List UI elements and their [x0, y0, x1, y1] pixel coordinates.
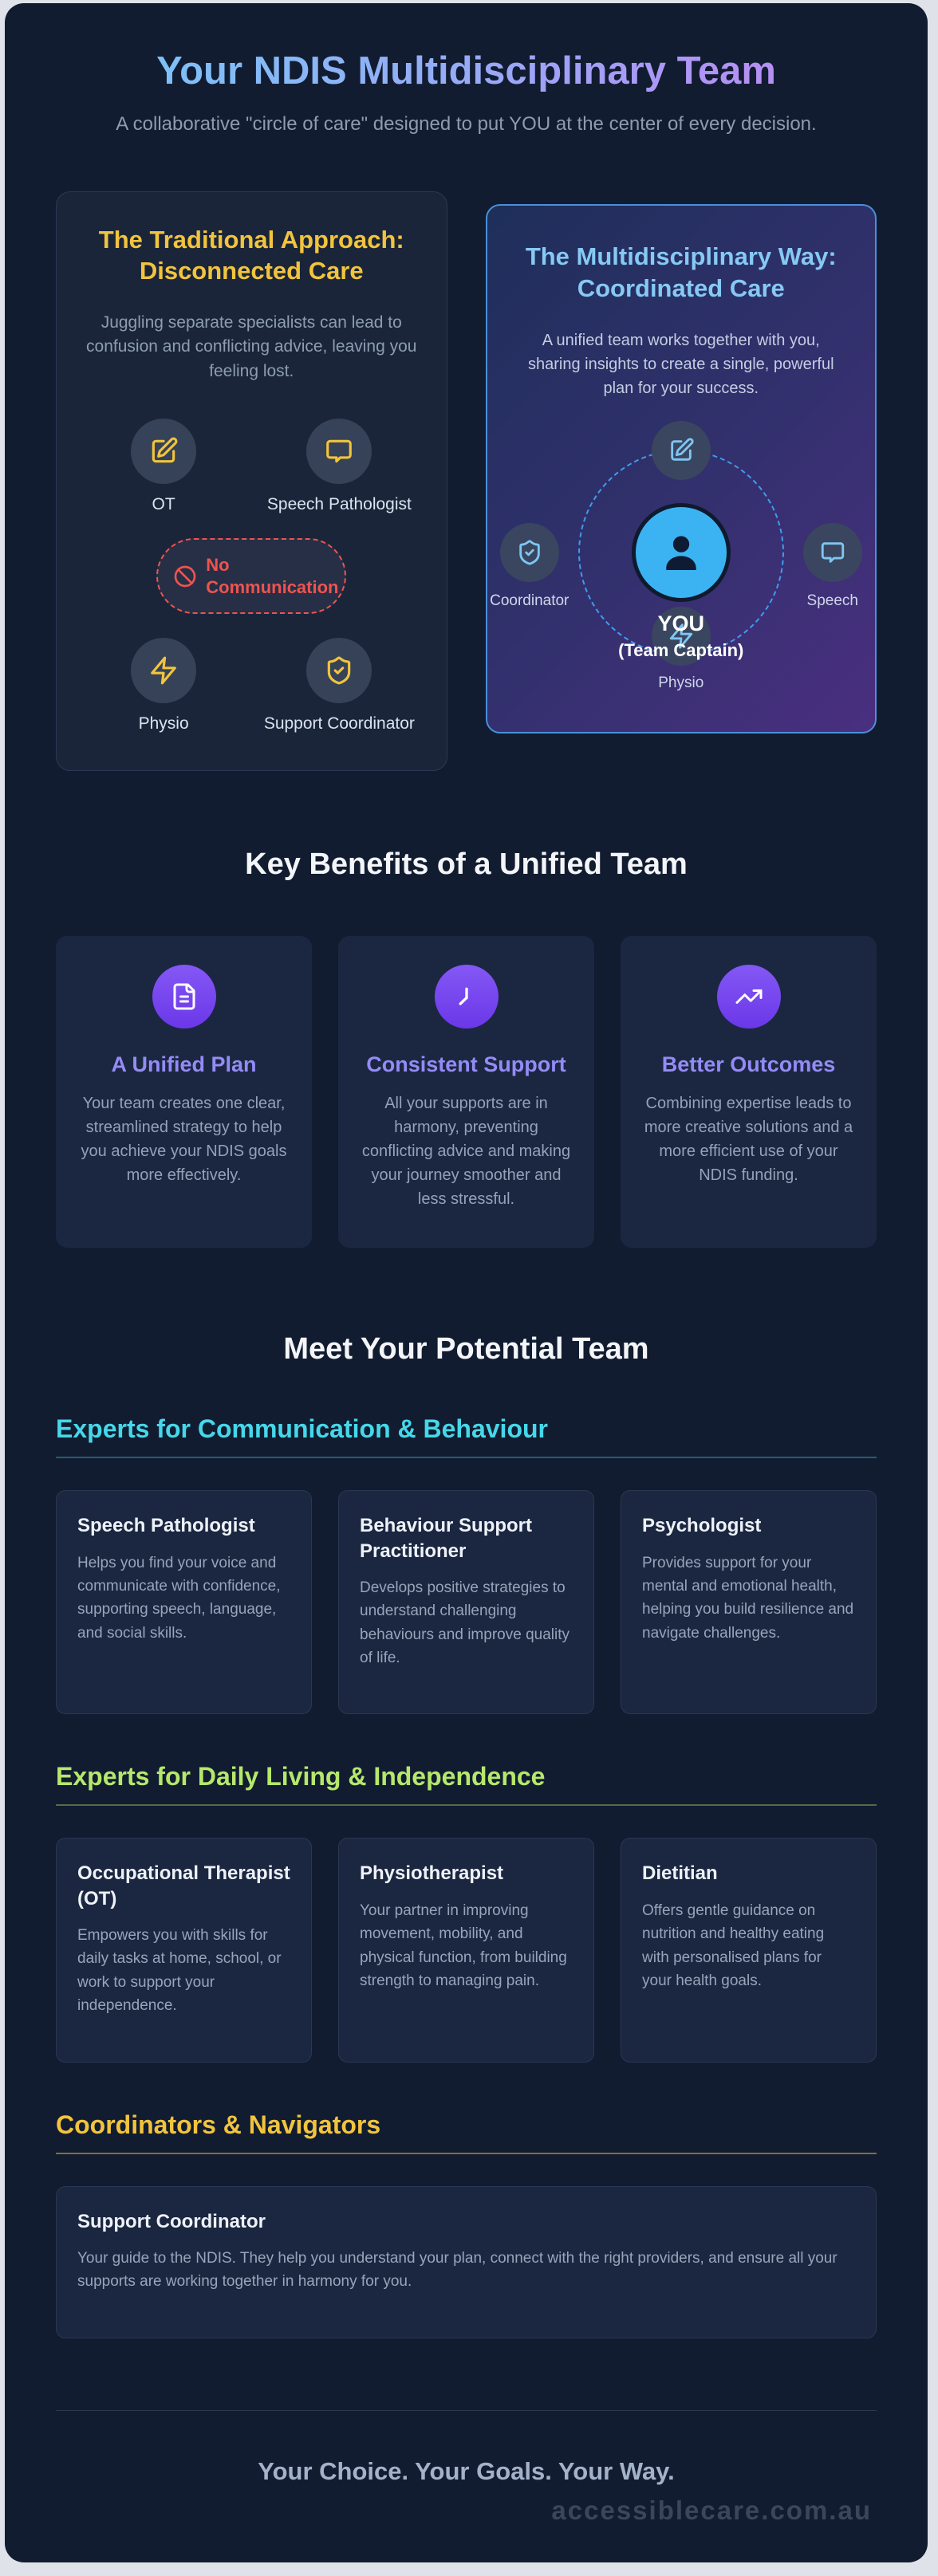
benefit-title: A Unified Plan: [111, 1052, 257, 1077]
member-name: Physiotherapist: [360, 1862, 504, 1885]
multidisciplinary-way-title: The Multidisciplinary Way: Coordinated C…: [525, 242, 837, 302]
satellite-label-physio: Physio: [658, 674, 704, 692]
page-title: Your NDIS Multidisciplinary Team: [68, 49, 865, 93]
category-coordinators-navigators: Coordinators & Navigators Support Coordi…: [56, 2110, 877, 2338]
site-watermark: accessiblecare.com.au: [551, 2495, 872, 2525]
you-avatar: [631, 503, 731, 603]
satellite-label-speech: Speech: [806, 592, 858, 610]
lightning-icon: [651, 607, 711, 667]
benefits-grid: A Unified Plan Your team creates one cle…: [56, 936, 877, 1249]
page-subtitle: A collaborative "circle of care" designe…: [116, 112, 817, 135]
benefit-card-better-outcomes: Better Outcomes Combining expertise lead…: [621, 936, 877, 1249]
member-description: Empowers you with skills for daily tasks…: [77, 1926, 282, 2015]
specialist-physio: Physio: [78, 638, 250, 733]
member-card-occupational-therapist: Occupational Therapist (OT) Empowers you…: [56, 1838, 312, 2063]
you-label: YOU: [657, 612, 704, 636]
member-description: Offers gentle guidance on nutrition and …: [642, 1902, 825, 1989]
member-card-behaviour-support-practitioner: Behaviour Support Practitioner Develops …: [338, 1490, 594, 1715]
satellite-label-coordinator: Coordinator: [490, 592, 570, 610]
traditional-approach-description: Juggling separate specialists can lead t…: [86, 313, 417, 380]
speech-bubble-icon: [802, 523, 862, 583]
benefit-card-consistent-support: Consistent Support All your supports are…: [338, 936, 594, 1249]
ban-icon: [172, 564, 198, 589]
no-communication-label: No Communication: [206, 555, 339, 597]
benefit-description: All your supports are in harmony, preven…: [361, 1095, 571, 1209]
member-name: Speech Pathologist: [77, 1515, 255, 1537]
comparison-section: The Traditional Approach: Disconnected C…: [56, 191, 877, 772]
member-card-speech-pathologist: Speech Pathologist Helps you find your v…: [56, 1490, 312, 1715]
member-name: Dietitian: [642, 1862, 718, 1885]
member-grid: Occupational Therapist (OT) Empowers you…: [56, 1838, 877, 2063]
specialist-row: Physio Support Coordinator: [76, 638, 428, 733]
specialist-row: OT Speech Pathologist: [76, 419, 428, 514]
category-title: Coordinators & Navigators: [56, 2110, 877, 2154]
shield-check-icon: [499, 523, 559, 583]
member-card-dietitian: Dietitian Offers gentle guidance on nutr…: [621, 1838, 877, 2063]
category-title: Experts for Communication & Behaviour: [56, 1414, 877, 1459]
multidisciplinary-way-card: The Multidisciplinary Way: Coordinated C…: [485, 203, 877, 734]
benefit-card-unified-plan: A Unified Plan Your team creates one cle…: [56, 936, 312, 1249]
benefits-heading: Key Benefits of a Unified Team: [245, 848, 688, 882]
edit-icon: [651, 421, 711, 481]
member-name: Occupational Therapist (OT): [77, 1862, 290, 1909]
specialist-ot: OT: [78, 419, 250, 514]
circle-of-care-diagram: YOU (Team Captain) Coordinator Speech Ph…: [490, 421, 862, 703]
specialist-speech-pathologist: Speech Pathologist: [254, 419, 425, 514]
footer-tagline: Your Choice. Your Goals. Your Way.: [258, 2456, 675, 2485]
document-icon: [152, 965, 216, 1029]
person-icon: [655, 526, 707, 579]
edit-icon: [131, 419, 197, 485]
clock-icon: [434, 965, 499, 1029]
traditional-approach-card: The Traditional Approach: Disconnected C…: [56, 191, 447, 772]
member-card-physiotherapist: Physiotherapist Your partner in improvin…: [338, 1838, 594, 2063]
member-description: Develops positive strategies to understa…: [360, 1579, 570, 1667]
member-description: Your partner in improving movement, mobi…: [360, 1902, 567, 1989]
member-grid: Support Coordinator Your guide to the ND…: [56, 2185, 877, 2338]
benefit-description: Your team creates one clear, streamlined…: [81, 1095, 287, 1185]
footer-divider: [56, 2409, 877, 2411]
disconnected-specialists: OT Speech Pathologist No Communication P…: [76, 419, 428, 733]
benefit-title: Consistent Support: [366, 1052, 566, 1077]
member-description: Your guide to the NDIS. They help you un…: [77, 2249, 838, 2291]
member-description: Helps you find your voice and communicat…: [77, 1554, 281, 1642]
specialist-support-coordinator: Support Coordinator: [254, 638, 425, 733]
trending-up-icon: [716, 965, 781, 1029]
member-card-psychologist: Psychologist Provides support for your m…: [621, 1490, 877, 1715]
team-heading: Meet Your Potential Team: [283, 1332, 649, 1367]
member-name: Support Coordinator: [77, 2210, 266, 2232]
member-name: Psychologist: [642, 1515, 762, 1537]
benefit-title: Better Outcomes: [661, 1052, 836, 1077]
team-captain-label: (Team Captain): [618, 640, 744, 661]
member-description: Provides support for your mental and emo…: [642, 1554, 854, 1642]
specialist-label: Support Coordinator: [263, 714, 415, 733]
shield-check-icon: [306, 638, 372, 704]
specialist-label: Speech Pathologist: [266, 495, 412, 514]
infographic-page: Your NDIS Multidisciplinary Team A colla…: [5, 3, 928, 2562]
multidisciplinary-way-description: A unified team works together with you, …: [527, 332, 834, 398]
member-name: Behaviour Support Practitioner: [360, 1515, 533, 1562]
speech-bubble-icon: [306, 419, 372, 485]
lightning-icon: [131, 638, 197, 704]
member-grid: Speech Pathologist Helps you find your v…: [56, 1490, 877, 1715]
benefit-description: Combining expertise leads to more creati…: [644, 1095, 853, 1185]
no-communication-badge: No Communication: [156, 538, 347, 615]
member-card-support-coordinator: Support Coordinator Your guide to the ND…: [56, 2185, 877, 2338]
category-daily-living-independence: Experts for Daily Living & Independence …: [56, 1762, 877, 2063]
category-title: Experts for Daily Living & Independence: [56, 1762, 877, 1807]
specialist-label: OT: [152, 495, 175, 514]
category-communication-behaviour: Experts for Communication & Behaviour Sp…: [56, 1414, 877, 1715]
traditional-approach-title: The Traditional Approach: Disconnected C…: [98, 225, 404, 285]
specialist-label: Physio: [138, 714, 189, 733]
